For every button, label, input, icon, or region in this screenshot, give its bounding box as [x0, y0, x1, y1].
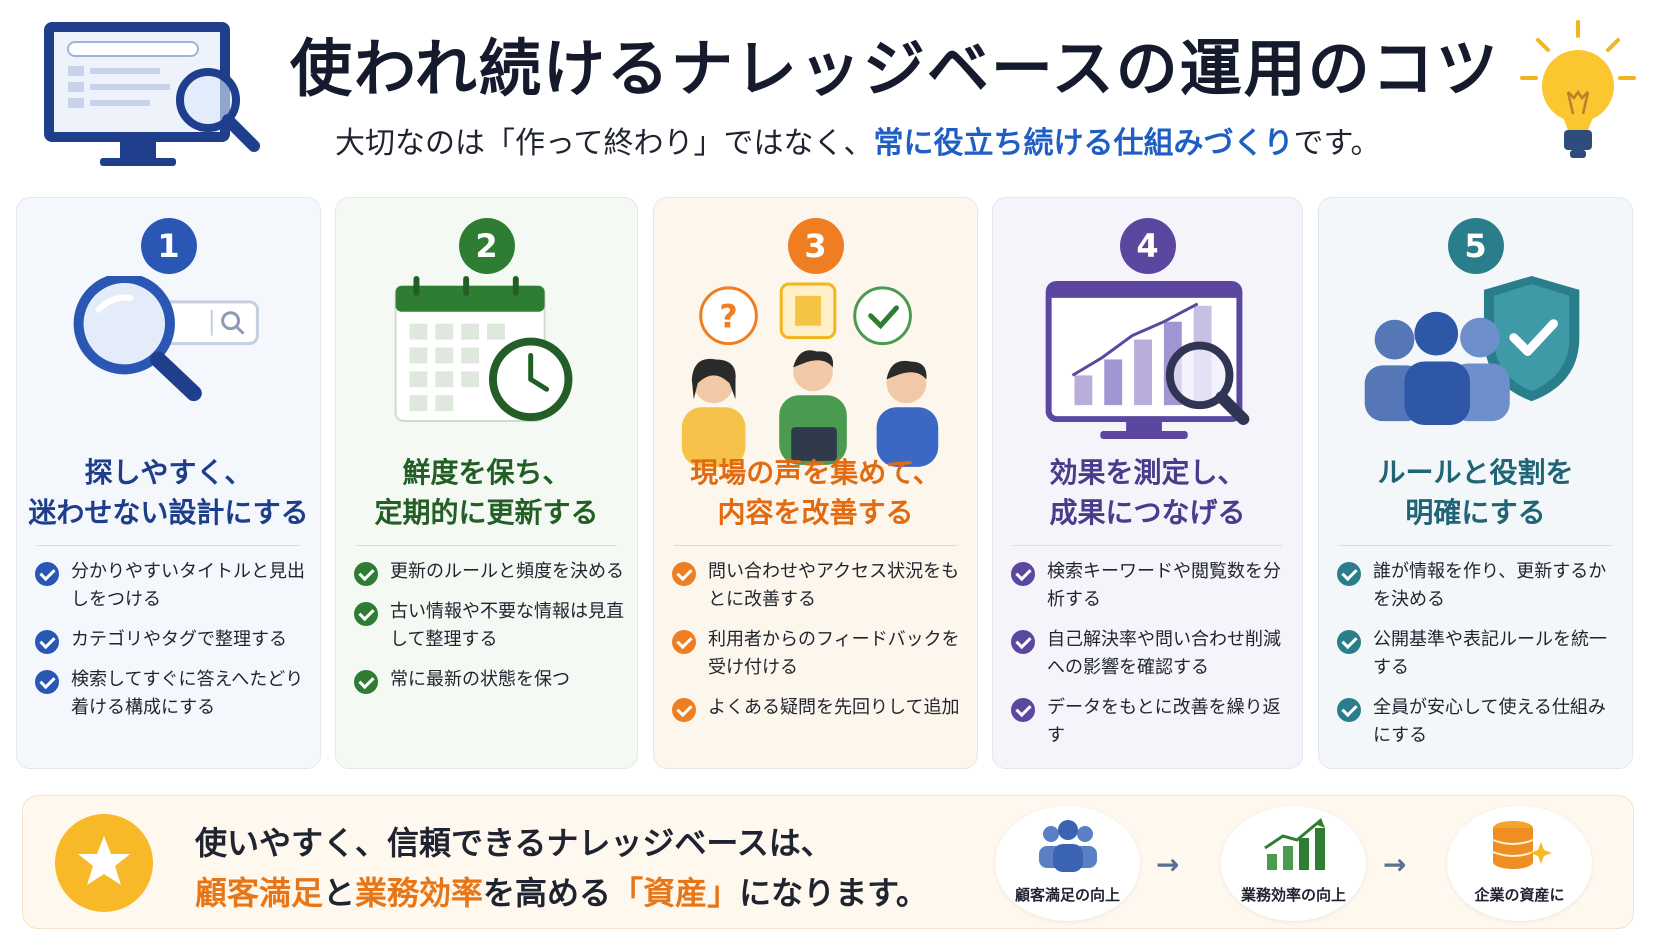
star-shape	[78, 836, 130, 885]
card-title: ルールと役割を 明確にする	[1319, 453, 1632, 533]
check-icon	[1011, 630, 1035, 654]
card-title-line: 内容を改善する	[717, 496, 914, 529]
check-icon	[354, 602, 378, 626]
page-subtitle: 大切なのは「作って終わり」ではなく、常に役立ち続ける仕組みづくりです。	[335, 118, 1535, 162]
card-title-line: 成果につなげる	[1049, 496, 1246, 529]
people-group-icon	[1039, 820, 1097, 872]
divider	[1339, 545, 1612, 546]
list-item: 常に最新の状態を保つ	[354, 666, 629, 694]
tip-card-3: 3 ? 現場の声を集めて、 内容を改善する 問い合わせやアクセス状況をもとに改善…	[653, 197, 978, 769]
card-title-line: 現場の声を集めて、	[690, 456, 941, 489]
tip-card-4: 4 効果を測定し、 成果につなげる 検索キーワードや閲覧数を分析する 自己解決率…	[992, 197, 1303, 769]
divider	[37, 545, 300, 546]
check-icon	[672, 698, 696, 722]
page-title: 使われ続けるナレッジベースの運用のコツ	[290, 32, 1500, 105]
svg-text:?: ?	[719, 299, 737, 336]
check-icon	[1337, 562, 1361, 586]
tip-card-5: 5 ルールと役割を 明確にする 誰が情報を作り、更新するかを決める 公開基準や表…	[1318, 197, 1633, 769]
team-shield-icon	[1364, 276, 1580, 426]
divider	[674, 545, 957, 546]
card-title-line: 迷わせない設計にする	[28, 496, 309, 529]
tip-card-2: 2 鮮度を保ち、 定期的に更新する 更新のルールと頻度を決める 古い情報や不要な…	[335, 197, 638, 769]
step-number-badge: 3	[787, 218, 844, 274]
outcome-company-asset: 企業の資産に	[1447, 806, 1592, 921]
check-icon	[672, 630, 696, 654]
calendar-clock-icon	[394, 276, 573, 423]
tip-card-1: 1 探しやすく、 迷わせない設計にする 分かりやすいタイトルと見出しをつける カ…	[16, 197, 321, 769]
lightbulb-icon	[1520, 20, 1636, 158]
header: 使われ続けるナレッジベースの運用のコツ 大切なのは「作って終わり」ではなく、常に…	[0, 0, 1672, 190]
check-icon	[1011, 562, 1035, 586]
list-item: 分かりやすいタイトルと見出しをつける	[35, 558, 312, 614]
check-icon	[354, 670, 378, 694]
list-item: 誰が情報を作り、更新するかを決める	[1337, 558, 1624, 614]
list-item: データをもとに改善を繰り返す	[1011, 694, 1294, 750]
check-icon	[35, 670, 59, 694]
outcome-label: 業務効率の向上	[1240, 886, 1346, 904]
card-title-line: 探しやすく、	[84, 456, 253, 489]
card-title-line: ルールと役割を	[1377, 456, 1574, 489]
outcome-customer-satisfaction: 顧客満足の向上	[995, 806, 1140, 921]
star-icon	[55, 814, 153, 912]
list-item: 更新のルールと頻度を決める	[354, 558, 629, 586]
subtitle-end: です。	[1293, 126, 1381, 161]
highlight-asset: 「資産」	[611, 874, 740, 912]
card-title: 探しやすく、 迷わせない設計にする	[17, 453, 320, 533]
step-number-badge: 5	[1447, 218, 1504, 274]
card-title: 鮮度を保ち、 定期的に更新する	[336, 453, 637, 533]
outcome-label: 顧客満足の向上	[1014, 886, 1120, 904]
arrow-right-icon: →	[1383, 848, 1407, 881]
summary-line-1: 使いやすく、信頼できるナレッジベースは、	[195, 824, 833, 862]
checklist: 問い合わせやアクセス状況をもとに改善する 利用者からのフィードバックを受け付ける…	[672, 558, 969, 734]
check-icon	[1011, 698, 1035, 722]
outcome-label: 企業の資産に	[1474, 886, 1565, 904]
step-number-badge: 4	[1119, 218, 1176, 274]
checklist: 更新のルールと頻度を決める 古い情報や不要な情報は見直して整理する 常に最新の状…	[354, 558, 629, 706]
list-item: 古い情報や不要な情報は見直して整理する	[354, 598, 629, 654]
card-title-line: 効果を測定し、	[1049, 456, 1246, 489]
card-title-line: 明確にする	[1405, 496, 1546, 529]
team-feedback-icon: ?	[681, 282, 939, 467]
divider	[356, 545, 617, 546]
check-icon	[35, 562, 59, 586]
highlight-efficiency: 業務効率	[355, 874, 484, 912]
check-icon	[35, 630, 59, 654]
check-icon	[1337, 630, 1361, 654]
subtitle-highlight: 常に役立ち続ける仕組みづくり	[873, 126, 1294, 161]
database-sparkle-icon	[1492, 821, 1552, 869]
summary-line-2: 顧客満足と業務効率を高める「資産」になります。	[195, 874, 928, 912]
divider	[1013, 545, 1282, 546]
check-icon	[672, 562, 696, 586]
subtitle-text: 大切なのは「作って終わり」ではなく、	[335, 126, 874, 161]
card-title-line: 鮮度を保ち、	[402, 456, 571, 489]
list-item: 問い合わせやアクセス状況をもとに改善する	[672, 558, 969, 614]
card-title: 効果を測定し、 成果につなげる	[993, 453, 1302, 533]
checklist: 誰が情報を作り、更新するかを決める 公開基準や表記ルールを統一する 全員が安心し…	[1337, 558, 1624, 762]
step-number-badge: 2	[458, 218, 515, 274]
list-item: 検索キーワードや閲覧数を分析する	[1011, 558, 1294, 614]
outcome-business-efficiency: 業務効率の向上	[1221, 806, 1366, 921]
list-item: カテゴリやタグで整理する	[35, 626, 312, 654]
search-magnifier-icon	[73, 276, 259, 402]
list-item: 全員が安心して使える仕組みにする	[1337, 694, 1624, 750]
checklist: 分かりやすいタイトルと見出しをつける カテゴリやタグで整理する 検索してすぐに答…	[35, 558, 312, 734]
list-item: 自己解決率や問い合わせ削減への影響を確認する	[1011, 626, 1294, 682]
card-title: 現場の声を集めて、 内容を改善する	[654, 453, 977, 533]
checklist: 検索キーワードや閲覧数を分析する 自己解決率や問い合わせ削減への影響を確認する …	[1011, 558, 1294, 762]
check-icon	[1337, 698, 1361, 722]
monitor-search-icon	[44, 22, 260, 166]
arrow-right-icon: →	[1156, 848, 1180, 881]
list-item: 利用者からのフィードバックを受け付ける	[672, 626, 969, 682]
list-item: よくある疑問を先回りして追加	[672, 694, 969, 722]
growth-chart-icon	[1264, 818, 1325, 870]
check-icon	[354, 562, 378, 586]
list-item: 検索してすぐに答えへたどり着ける構成にする	[35, 666, 312, 722]
highlight-customer: 顧客満足	[195, 874, 324, 912]
list-item: 公開基準や表記ルールを統一する	[1337, 626, 1624, 682]
analytics-chart-icon	[1045, 280, 1250, 439]
step-number-badge: 1	[140, 218, 197, 274]
card-title-line: 定期的に更新する	[374, 496, 599, 529]
summary-banner: 使いやすく、信頼できるナレッジベースは、 顧客満足と業務効率を高める「資産」にな…	[22, 795, 1634, 929]
